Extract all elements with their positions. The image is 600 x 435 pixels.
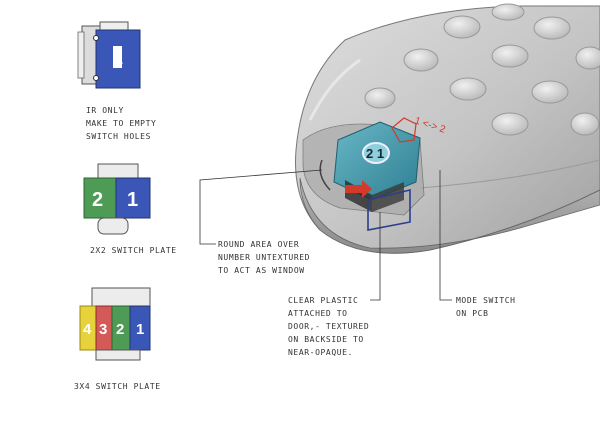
red-arrow-marker xyxy=(345,180,372,198)
button-holes xyxy=(364,3,600,136)
plate-3x4-label-2: 2 xyxy=(116,321,124,338)
ir-only-module: 1 xyxy=(77,21,141,89)
plate-3x4-label-1: 1 xyxy=(136,321,144,338)
plate-2x2-label-1: 1 xyxy=(127,189,138,211)
switch-module: 2 1 xyxy=(302,121,425,231)
note-round-area: ROUND AREA OVER NUMBER UNTEXTURED TO ACT… xyxy=(218,240,311,275)
plate-3x4-label-4: 4 xyxy=(83,321,92,338)
plate-3x4: 4 3 2 1 xyxy=(79,287,151,361)
note-clear-plastic: CLEAR PLASTIC ATTACHED TO DOOR,- TEXTURE… xyxy=(288,296,370,357)
note-ir-only: IR ONLY MAKE TO EMPTY SWITCH HOLES xyxy=(86,106,157,141)
ir-switch-number: 1 xyxy=(114,51,123,68)
note-plate-3x4: 3x4 SWITCH PLATE xyxy=(74,382,161,391)
plate-2x2: 2 1 xyxy=(83,163,151,235)
note-plate-2x2: 2x2 SWITCH PLATE xyxy=(90,246,177,255)
note-mode-switch: MODE SWITCH ON PCB xyxy=(456,296,516,318)
leader-lines xyxy=(199,169,452,301)
window-digits: 2 1 xyxy=(366,146,384,161)
plate-2x2-label-2: 2 xyxy=(92,189,103,211)
plate-3x4-label-3: 3 xyxy=(99,321,107,338)
